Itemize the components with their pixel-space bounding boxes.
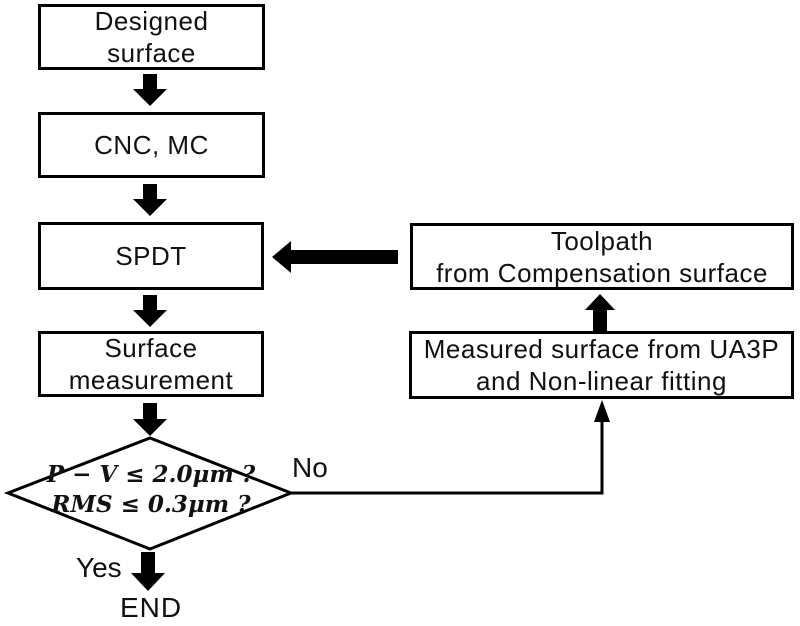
decision-diamond-shape (3, 436, 296, 551)
arrow-down-icon (131, 552, 165, 591)
node-end: END (119, 592, 183, 623)
no-path-arrowhead-icon (594, 400, 610, 422)
edge-label-no: No (292, 452, 328, 483)
arrow-down-icon (133, 295, 167, 327)
decision-condition-rms: RMS ≤ 0.3μm ? (51, 491, 251, 518)
edge-label-yes: Yes (76, 552, 122, 583)
node-decision-text: P − V ≤ 2.0μm ? RMS ≤ 0.3μm ? (44, 460, 258, 520)
no-path-line (291, 418, 604, 495)
node-designed-surface: Designed surface (38, 4, 265, 70)
node-cnc-mc: CNC, MC (38, 112, 265, 178)
arrow-down-icon (133, 403, 167, 436)
node-surface-measurement: Surface measurement (38, 331, 264, 397)
arrow-down-icon (133, 74, 167, 106)
node-measured-surface: Measured surface from UA3P and Non-linea… (409, 331, 794, 399)
decision-condition-pv: P − V ≤ 2.0μm ? (46, 461, 256, 488)
node-toolpath: Toolpath from Compensation surface (410, 223, 794, 290)
arrow-down-icon (133, 184, 167, 216)
node-spdt: SPDT (38, 222, 264, 290)
arrow-left-icon (272, 241, 398, 273)
arrow-up-icon (585, 294, 615, 331)
